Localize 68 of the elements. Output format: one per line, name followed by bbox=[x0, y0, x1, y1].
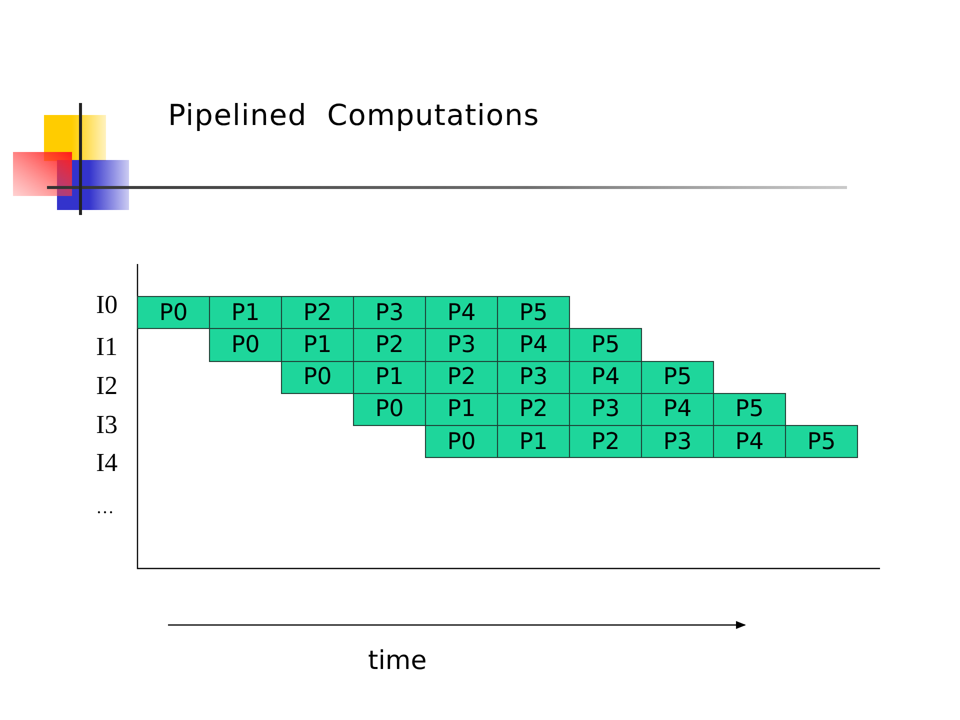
stage-cell bbox=[569, 328, 642, 362]
stage-cell bbox=[353, 392, 426, 426]
stage-cell bbox=[425, 425, 498, 458]
stage-label: P4 bbox=[447, 300, 476, 326]
stage-label: P3 bbox=[375, 300, 404, 326]
stage-cell bbox=[497, 392, 570, 426]
stage-cell bbox=[353, 328, 426, 362]
stage-label: P4 bbox=[591, 364, 620, 390]
row-label: I0 bbox=[96, 290, 118, 320]
stage-label: P1 bbox=[375, 364, 404, 390]
stage-label: P2 bbox=[519, 396, 548, 422]
stage-label: P2 bbox=[447, 364, 476, 390]
row-label: I1 bbox=[96, 332, 118, 362]
stage-label: P1 bbox=[231, 300, 260, 326]
stage-cell bbox=[425, 328, 498, 362]
stage-cell bbox=[497, 296, 570, 330]
stage-label: P5 bbox=[519, 300, 548, 326]
row-label: I2 bbox=[96, 371, 118, 401]
stage-cell bbox=[281, 328, 354, 362]
stage-cell bbox=[641, 360, 714, 394]
stage-label: P2 bbox=[591, 428, 620, 455]
stage-label: P3 bbox=[591, 396, 620, 422]
stage-cell bbox=[497, 425, 570, 458]
stage-cell bbox=[137, 296, 210, 330]
stage-label: P0 bbox=[375, 396, 404, 422]
stage-label: P0 bbox=[231, 332, 260, 358]
stage-label: P4 bbox=[519, 332, 548, 358]
stage-cell bbox=[353, 360, 426, 394]
stage-label: P5 bbox=[735, 396, 764, 422]
axis-label: time bbox=[368, 645, 427, 677]
stage-cell bbox=[353, 296, 426, 330]
stage-cell bbox=[569, 392, 642, 426]
stage-cell bbox=[425, 392, 498, 426]
stage-cell bbox=[497, 328, 570, 362]
stage-cell bbox=[281, 296, 354, 330]
stage-label: P4 bbox=[663, 396, 692, 422]
stage-label: P5 bbox=[807, 428, 836, 455]
stage-label: P3 bbox=[519, 364, 548, 390]
stage-label: P3 bbox=[663, 428, 692, 455]
stage-cell bbox=[569, 360, 642, 394]
stage-cell bbox=[641, 425, 714, 458]
stage-cell bbox=[713, 392, 786, 426]
stage-cell bbox=[209, 328, 282, 362]
ellipsis-label: … bbox=[96, 496, 114, 519]
stage-label: P4 bbox=[735, 428, 764, 455]
stage-cell bbox=[281, 360, 354, 394]
stage-label: P1 bbox=[519, 428, 548, 455]
stage-cell bbox=[785, 425, 858, 458]
stage-cell bbox=[425, 360, 498, 394]
row-label: I4 bbox=[96, 448, 118, 478]
stage-cell bbox=[641, 392, 714, 426]
stage-label: P5 bbox=[591, 332, 620, 358]
row-label: I3 bbox=[96, 410, 118, 440]
stage-cell bbox=[713, 425, 786, 458]
stage-label: P2 bbox=[375, 332, 404, 358]
stage-cell bbox=[569, 425, 642, 458]
stage-label: P0 bbox=[447, 428, 476, 455]
stage-label: P1 bbox=[447, 396, 476, 422]
stage-label: P0 bbox=[303, 364, 332, 390]
stage-cell bbox=[209, 296, 282, 330]
stage-cell bbox=[425, 296, 498, 330]
slide-title: Pipelined Computations bbox=[168, 97, 540, 134]
stage-label: P3 bbox=[447, 332, 476, 358]
stage-cell bbox=[497, 360, 570, 394]
stage-label: P1 bbox=[303, 332, 332, 358]
stage-label: P0 bbox=[159, 300, 188, 326]
stage-label: P2 bbox=[303, 300, 332, 326]
stage-label: P5 bbox=[663, 364, 692, 390]
